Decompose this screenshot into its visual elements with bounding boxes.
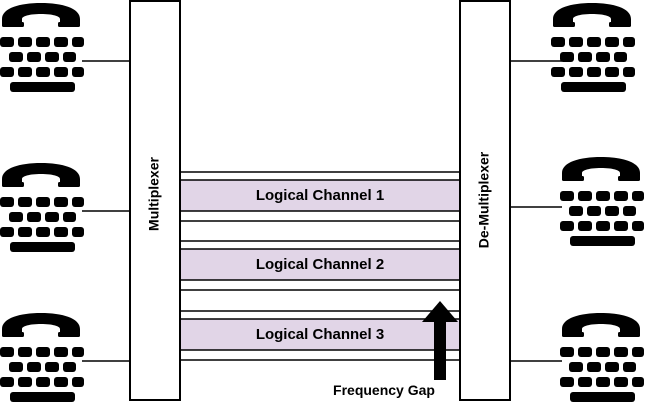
right-telephone-1-icon [551, 3, 635, 92]
logical-channel-3-label: Logical Channel 3 [256, 326, 384, 343]
logical-channel-1-label: Logical Channel 1 [256, 187, 384, 204]
demultiplexer-box [459, 0, 511, 401]
left-telephone-2-icon [0, 163, 84, 252]
multiplexer-box [129, 0, 181, 401]
logical-channel-2-label: Logical Channel 2 [256, 256, 384, 273]
left-telephone-1-icon [0, 3, 84, 92]
right-telephone-2-icon [560, 157, 644, 246]
demultiplexer-label: De-Multiplexer [476, 151, 492, 248]
right-telephone-3-icon [560, 313, 644, 402]
multiplexer-label: Multiplexer [146, 156, 162, 230]
frequency-gap-arrow-icon [422, 301, 458, 380]
left-telephone-3-icon [0, 313, 84, 402]
channel-bands: Logical Channel 1 Logical Channel 2 Logica… [179, 171, 461, 361]
frequency-gap-label: Frequency Gap [333, 382, 435, 398]
